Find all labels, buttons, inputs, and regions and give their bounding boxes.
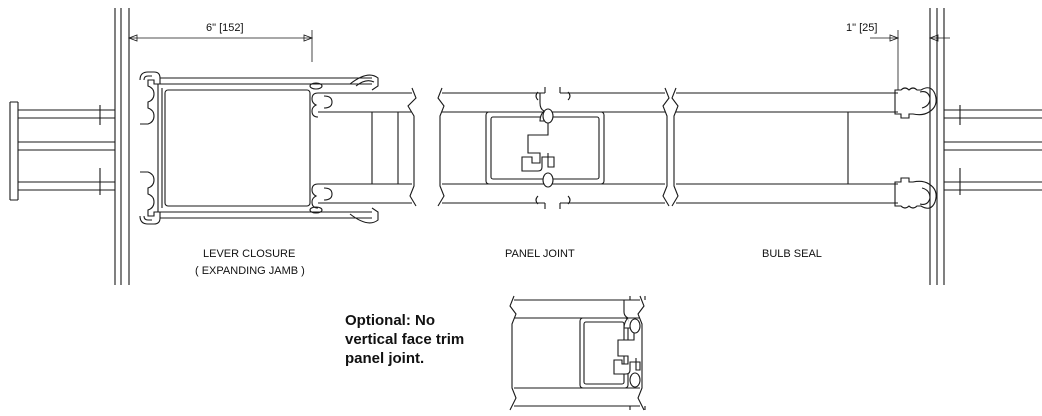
dimension-6in: 6" [152] <box>127 22 314 62</box>
optional-note: Optional: No vertical face trim panel jo… <box>345 311 515 368</box>
left-steel-column <box>9 101 115 201</box>
label-bulb-seal: BULB SEAL <box>762 248 822 260</box>
right-steel-column <box>944 105 1042 195</box>
note-line-3: panel joint. <box>345 350 425 367</box>
label-panel-joint: PANEL JOINT <box>505 248 575 260</box>
bulb-seal-detail <box>671 87 937 209</box>
note-line-2: vertical face trim <box>345 331 465 348</box>
label-lever-closure: LEVER CLOSURE <box>203 248 295 260</box>
left-wall-lines <box>114 8 130 285</box>
dimension-label-left: 6" [152] <box>206 22 244 34</box>
note-line-1: Optional: No <box>345 312 435 329</box>
panel-joint-detail <box>437 87 670 209</box>
dimension-label-right: 1" [25] <box>846 22 877 34</box>
dimension-1in: 1" [25] <box>846 22 950 90</box>
label-expanding-jamb: ( EXPANDING JAMB ) <box>195 265 305 277</box>
optional-panel-joint-detail <box>509 295 646 411</box>
lever-closure-detail <box>139 71 417 225</box>
right-wall-lines <box>929 8 945 285</box>
